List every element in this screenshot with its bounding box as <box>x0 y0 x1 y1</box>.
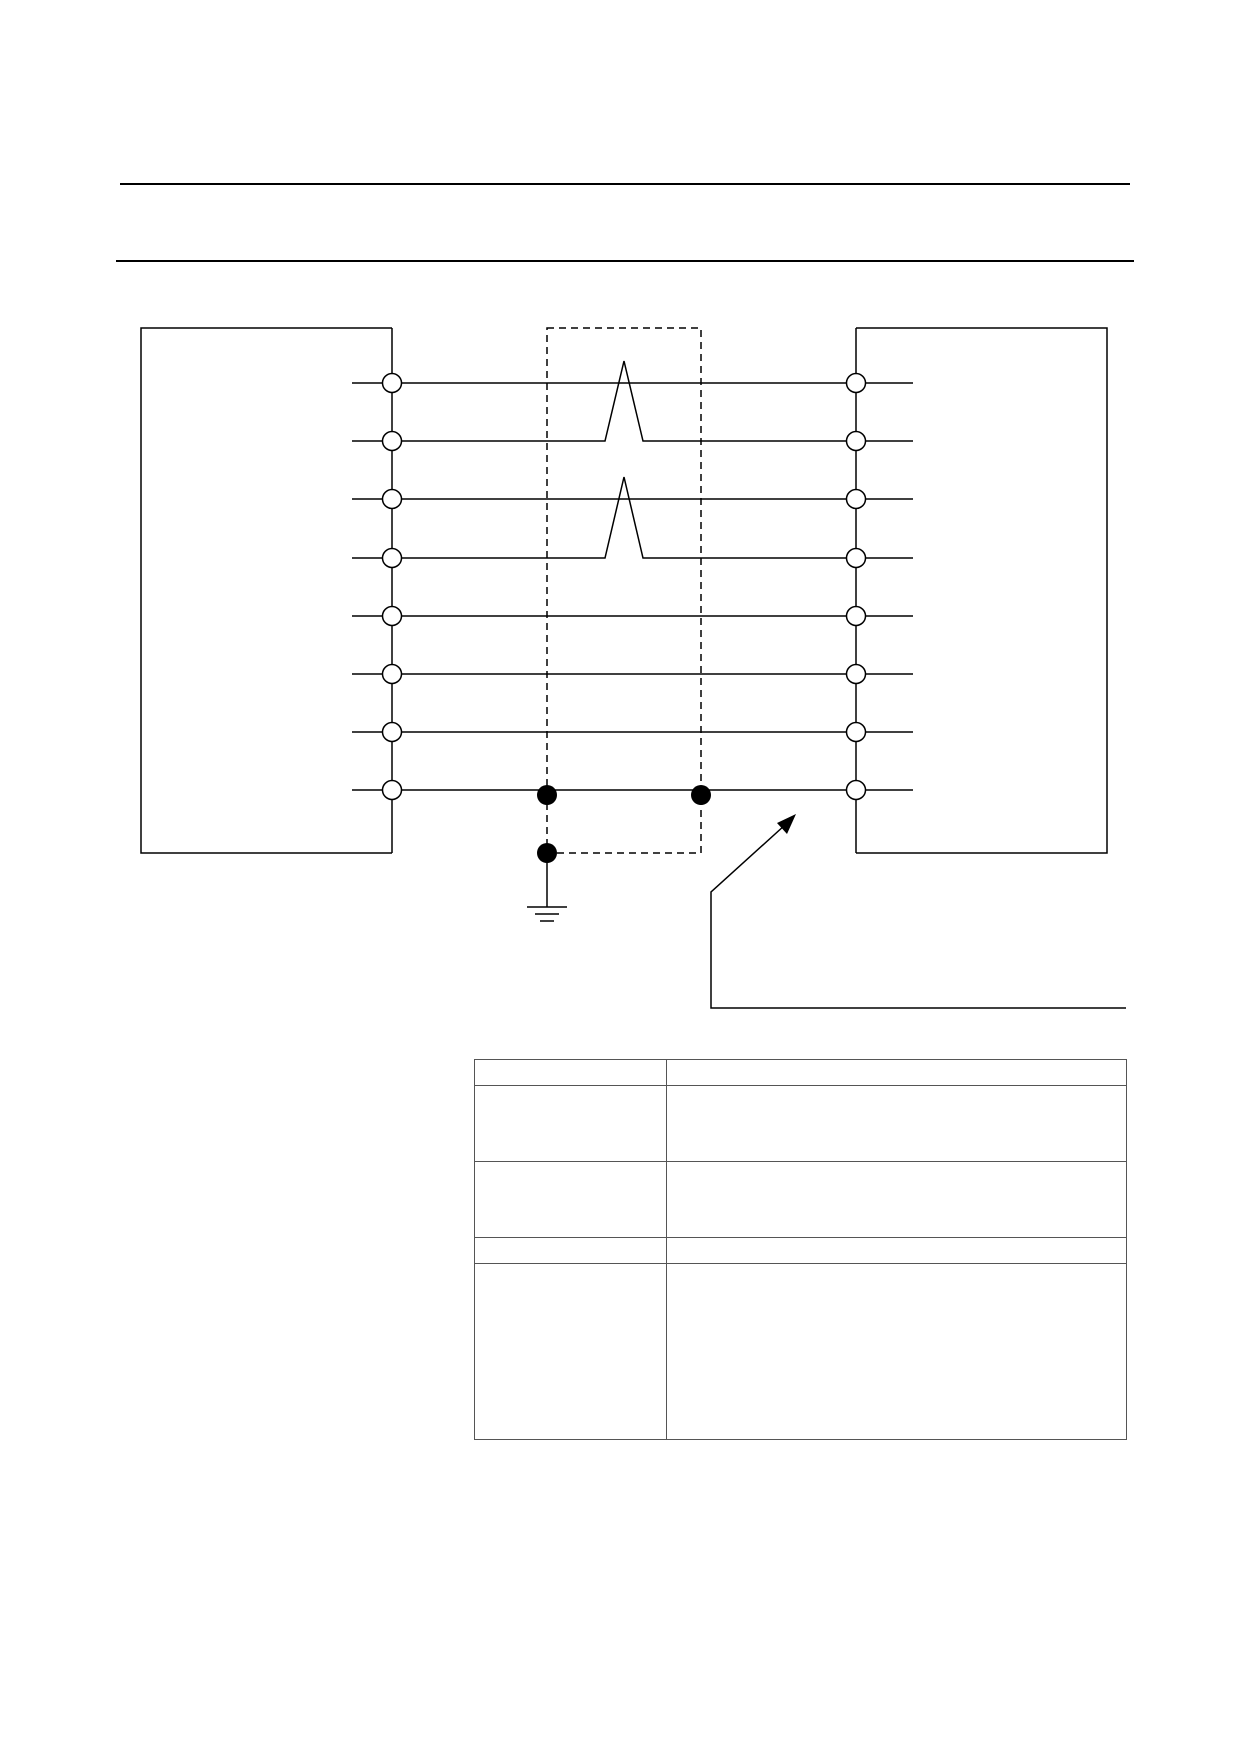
left-terminal-5 <box>381 605 403 627</box>
shield-junction-left <box>537 785 557 805</box>
table-row <box>474 1161 1127 1238</box>
right-device-box <box>856 327 1108 854</box>
twisted-wire-line-4 <box>352 476 913 559</box>
table-row <box>474 1237 1127 1264</box>
twisted-wire-line-2 <box>352 360 913 442</box>
cable-shield <box>546 327 702 854</box>
table-row <box>474 1263 1127 1440</box>
table-cell-label <box>474 1263 667 1440</box>
table-cell-value <box>666 1161 1127 1238</box>
table-cell-label <box>474 1085 667 1162</box>
table-cell-value <box>666 1237 1127 1264</box>
ground-icon <box>527 853 567 922</box>
right-terminal-3 <box>845 488 867 510</box>
right-terminal-6 <box>845 663 867 685</box>
table-cell-value <box>666 1085 1127 1162</box>
right-terminal-5 <box>845 605 867 627</box>
right-terminal-1 <box>845 372 867 394</box>
left-device-box <box>140 327 392 854</box>
left-terminal-4 <box>381 547 403 569</box>
shield-junction-right <box>691 785 711 805</box>
right-terminal-4 <box>845 547 867 569</box>
right-terminal-2 <box>845 430 867 452</box>
spec-table <box>474 1059 1127 1440</box>
table-cell-label <box>474 1161 667 1238</box>
wire-group <box>352 360 913 791</box>
right-terminal-8 <box>845 779 867 801</box>
left-terminal-6 <box>381 663 403 685</box>
table-row <box>474 1085 1127 1162</box>
left-terminal-1 <box>381 372 403 394</box>
right-terminal-7 <box>845 721 867 743</box>
cable-callout-leader <box>710 824 1126 1009</box>
callout-arrow-icon <box>777 814 796 834</box>
left-terminal-8 <box>381 779 403 801</box>
table-cell-value <box>666 1263 1127 1440</box>
left-terminal-7 <box>381 721 403 743</box>
terminal-group <box>381 372 867 801</box>
left-terminal-3 <box>381 488 403 510</box>
table-cell-value <box>666 1059 1127 1086</box>
left-terminal-2 <box>381 430 403 452</box>
table-row <box>474 1059 1127 1086</box>
table-cell-label <box>474 1059 667 1086</box>
table-cell-label <box>474 1237 667 1264</box>
